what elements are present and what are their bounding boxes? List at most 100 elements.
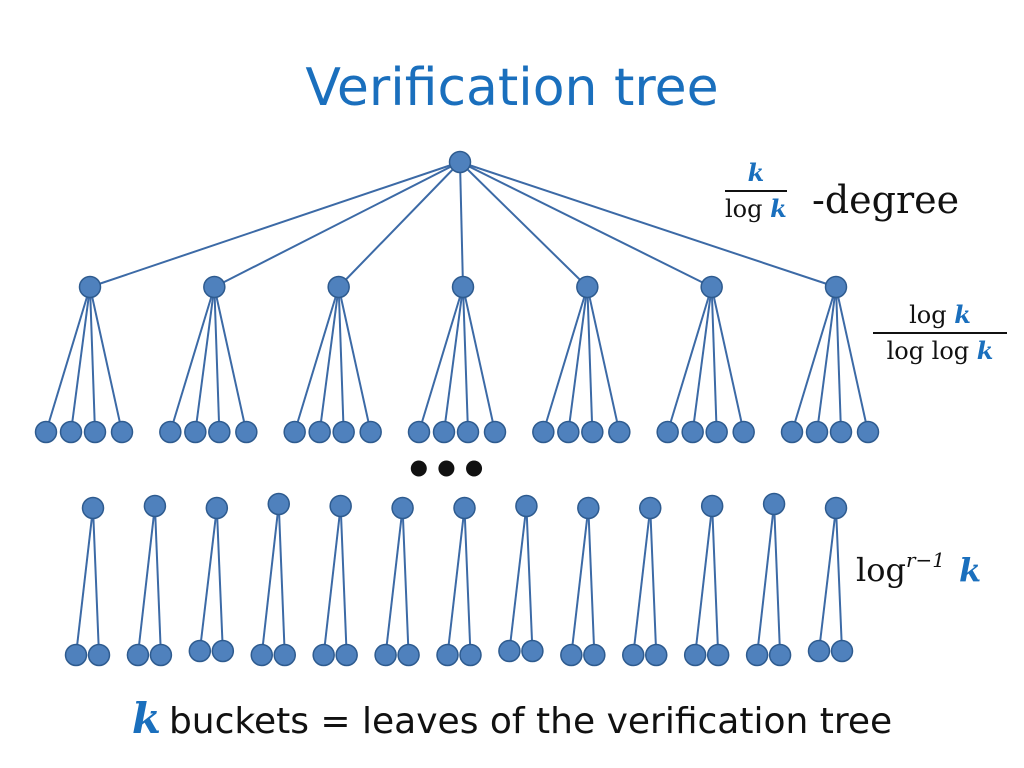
middle-edge <box>318 286 340 433</box>
middle-node <box>700 275 723 299</box>
degree-fraction: k log k <box>725 158 787 224</box>
middle-edge <box>337 286 372 433</box>
bucket-leaf-node <box>768 643 792 667</box>
root-node <box>448 150 472 174</box>
middle-edge <box>835 286 842 433</box>
level-two-node <box>110 420 134 444</box>
level-two-node <box>829 420 853 444</box>
bucket-leaf-node <box>273 643 296 667</box>
root-edge <box>337 161 461 288</box>
middle-edge <box>443 286 464 433</box>
bottom-parent-node <box>391 496 414 520</box>
middle-edge <box>89 286 123 433</box>
level-two-node <box>283 420 306 444</box>
bottom-edge <box>260 503 280 656</box>
caption-text: buckets = leaves of the verification tre… <box>168 701 893 742</box>
bottom-parent-node <box>143 494 167 518</box>
level-two-node <box>59 420 83 444</box>
ellipsis: ••• <box>409 436 492 499</box>
bucket-leaf-node <box>521 639 544 663</box>
level-two-node <box>532 420 555 444</box>
level-two-node <box>456 420 480 444</box>
middle-edge <box>567 286 589 433</box>
bottom-parent-node <box>515 494 538 518</box>
middle-node <box>78 275 102 299</box>
middle-edge <box>213 286 248 433</box>
middle-node <box>576 275 599 299</box>
middle-node <box>327 275 350 299</box>
bottom-edge <box>632 507 652 656</box>
middle-edge <box>542 286 589 433</box>
bucket-leaf-node <box>87 643 111 667</box>
degree-numerator: k <box>747 158 765 187</box>
root-edge <box>459 161 589 288</box>
bottom-parent-node <box>824 496 848 520</box>
level-two-node <box>208 420 231 444</box>
middle-edge <box>586 286 621 433</box>
root-edge <box>213 161 461 288</box>
tree-edges <box>45 161 869 656</box>
level-two-node <box>159 420 182 444</box>
bucket-leaf-node <box>335 643 358 667</box>
bucket-leaf-node <box>250 643 273 667</box>
middle-edge <box>710 286 718 433</box>
middle-edge <box>835 286 869 433</box>
degree-fraction-bar <box>725 190 787 193</box>
bottom-edge <box>773 503 782 656</box>
middle-edge <box>586 286 594 433</box>
caption-var: k <box>131 694 161 743</box>
middle-edge <box>462 286 469 433</box>
bottom-parent-node <box>329 494 352 518</box>
bucket-leaf-node <box>830 639 854 663</box>
degree-label: -degree <box>812 178 960 222</box>
bucket-leaf-node <box>622 643 645 667</box>
bucket-leaf-node <box>498 639 521 663</box>
root-edge <box>459 161 713 288</box>
middle-edge <box>337 286 345 433</box>
middle-node <box>203 275 226 299</box>
level-fraction: log k log log k <box>873 301 1007 366</box>
level-two-node <box>34 420 58 444</box>
middle-edge <box>816 286 837 433</box>
middle-edge <box>194 286 216 433</box>
bottom-edge <box>215 507 224 652</box>
bottom-edge <box>835 507 843 652</box>
level-two-node <box>407 420 431 444</box>
bucket-leaf-node <box>645 643 668 667</box>
bottom-edge <box>153 505 162 656</box>
middle-edge <box>70 286 91 433</box>
bucket-leaf-node <box>583 643 606 667</box>
bottom-edge <box>587 507 596 656</box>
level-two-node <box>656 420 679 444</box>
level-two-node <box>732 420 755 444</box>
bucket-leaf-node <box>436 643 459 667</box>
bottom-edge <box>694 505 714 656</box>
level-two-node <box>780 420 804 444</box>
bottom-parent-node <box>453 496 476 520</box>
bottom-edge <box>277 503 286 656</box>
depth-base: log <box>856 551 906 589</box>
level-two-node <box>83 420 107 444</box>
bottom-parent-node <box>205 496 229 520</box>
level-fraction-bar <box>873 332 1007 335</box>
level-two-node <box>432 420 456 444</box>
bottom-edge <box>401 507 410 656</box>
bottom-edge <box>198 507 218 652</box>
level-denominator: log log k <box>886 336 994 366</box>
bucket-leaf-node <box>560 643 583 667</box>
level-two-node <box>184 420 207 444</box>
middle-edge <box>691 286 713 433</box>
level-two-node <box>805 420 829 444</box>
degree-denominator: log k <box>725 194 787 224</box>
tree-nodes <box>34 150 880 667</box>
level-two-node <box>359 420 382 444</box>
level-two-node <box>235 420 258 444</box>
page-title: Verification tree <box>305 58 719 118</box>
bucket-leaf-node <box>126 643 150 667</box>
middle-node <box>824 275 848 299</box>
bottom-edge <box>384 507 404 656</box>
bucket-leaf-node <box>211 639 235 663</box>
